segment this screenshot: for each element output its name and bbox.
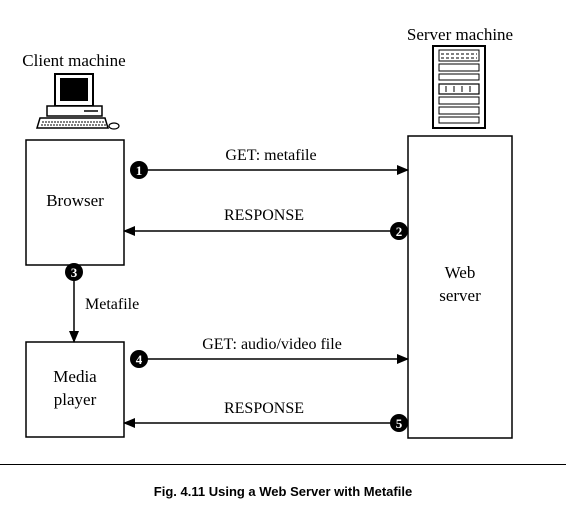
figure-caption: Fig. 4.11 Using a Web Server with Metafi… xyxy=(153,484,413,499)
web-server-label-line1: Web xyxy=(445,263,476,282)
step-5-badge: 5 xyxy=(390,414,408,432)
server-machine-title: Server machine xyxy=(407,25,513,44)
step-1-arrow: GET: metafile xyxy=(139,147,409,175)
step-3-badge: 3 xyxy=(65,263,83,281)
media-player-label-line1: Media xyxy=(53,367,97,386)
svg-text:3: 3 xyxy=(71,265,78,280)
step-4-label: GET: audio/video file xyxy=(202,336,342,353)
server-tower-icon xyxy=(432,45,486,129)
client-computer-icon xyxy=(35,73,120,130)
step-5-arrow: RESPONSE xyxy=(123,400,399,428)
step-2-label: RESPONSE xyxy=(224,207,304,224)
step-1-badge: 1 xyxy=(130,161,148,179)
step-3-arrow: Metafile xyxy=(69,278,139,343)
web-server-label-line2: server xyxy=(439,286,481,305)
browser-box: Browser xyxy=(25,139,125,266)
step-2-arrow: RESPONSE xyxy=(123,207,399,236)
web-server-box: Web server xyxy=(407,135,513,439)
svg-text:5: 5 xyxy=(396,416,403,431)
step-1-label: GET: metafile xyxy=(225,147,316,164)
step-5-label: RESPONSE xyxy=(224,400,304,417)
media-player-label-line2: player xyxy=(54,390,97,409)
media-player-box: Media player xyxy=(25,341,125,438)
svg-text:4: 4 xyxy=(136,352,143,367)
client-machine-title: Client machine xyxy=(22,51,125,70)
browser-label: Browser xyxy=(46,191,104,210)
step-4-arrow: GET: audio/video file xyxy=(139,336,409,364)
svg-text:1: 1 xyxy=(136,163,143,178)
svg-text:2: 2 xyxy=(396,224,403,239)
caption-divider xyxy=(0,464,566,465)
step-2-badge: 2 xyxy=(390,222,408,240)
step-3-label: Metafile xyxy=(85,296,139,313)
step-4-badge: 4 xyxy=(130,350,148,368)
